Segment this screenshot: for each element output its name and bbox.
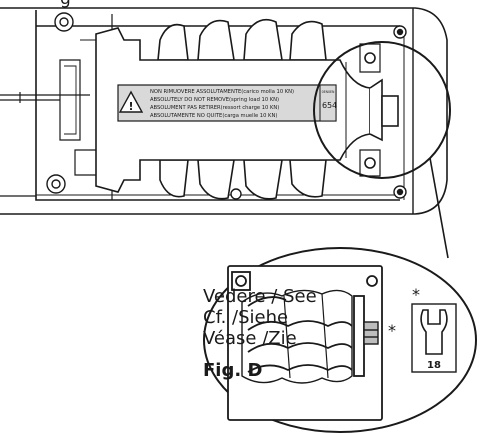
screw-icon — [46, 12, 407, 200]
label-code-header: 0EN0EN — [322, 90, 335, 94]
callout-leader-line — [429, 157, 449, 259]
hex-nut-icon — [363, 321, 379, 345]
spring-coils — [157, 18, 327, 200]
detail-callout — [203, 41, 477, 433]
detail-view — [227, 265, 383, 421]
label-code-2: 5 — [327, 101, 332, 110]
warning-line-fr: ABSOLUMENT PAS RETIRER(ressort charge 10… — [150, 105, 279, 111]
asterisk-bolt: * — [388, 321, 396, 340]
caption-fragment: g — [60, 0, 71, 8]
warning-line-es: ABSOLUTAMENTE NO QUITE(carga muelle 10 K… — [150, 113, 277, 119]
warning-line-it: NON RIMUOVERE ASSOLUTAMENTE(carico molla… — [150, 89, 294, 95]
wrench-icon: 18 — [411, 303, 457, 373]
wrench-size: 18 — [427, 360, 441, 371]
warning-symbol: ! — [128, 100, 133, 113]
asterisk-wrench: * — [412, 285, 420, 304]
label-code-1: 6 — [322, 101, 327, 110]
figure-label: Fig. D — [203, 360, 263, 381]
warning-triangle-icon: ! — [118, 90, 144, 113]
magnifier-source-circle — [313, 41, 451, 179]
warning-line-en: ABSOLUTELY DO NOT REMOVE(spring load 10 … — [150, 97, 279, 103]
label-code-3: 4 — [332, 101, 337, 110]
reference-text-line-1: Vedere / See — [203, 286, 317, 307]
reference-text-line-3: Véase /Zie — [203, 328, 297, 349]
warning-label: ! NON RIMUOVERE ASSOLUTAMENTE(carico mol… — [117, 84, 337, 122]
magnifier-detail-ellipse — [203, 247, 477, 433]
reference-text-line-2: Cf. /Siehe — [203, 307, 289, 328]
